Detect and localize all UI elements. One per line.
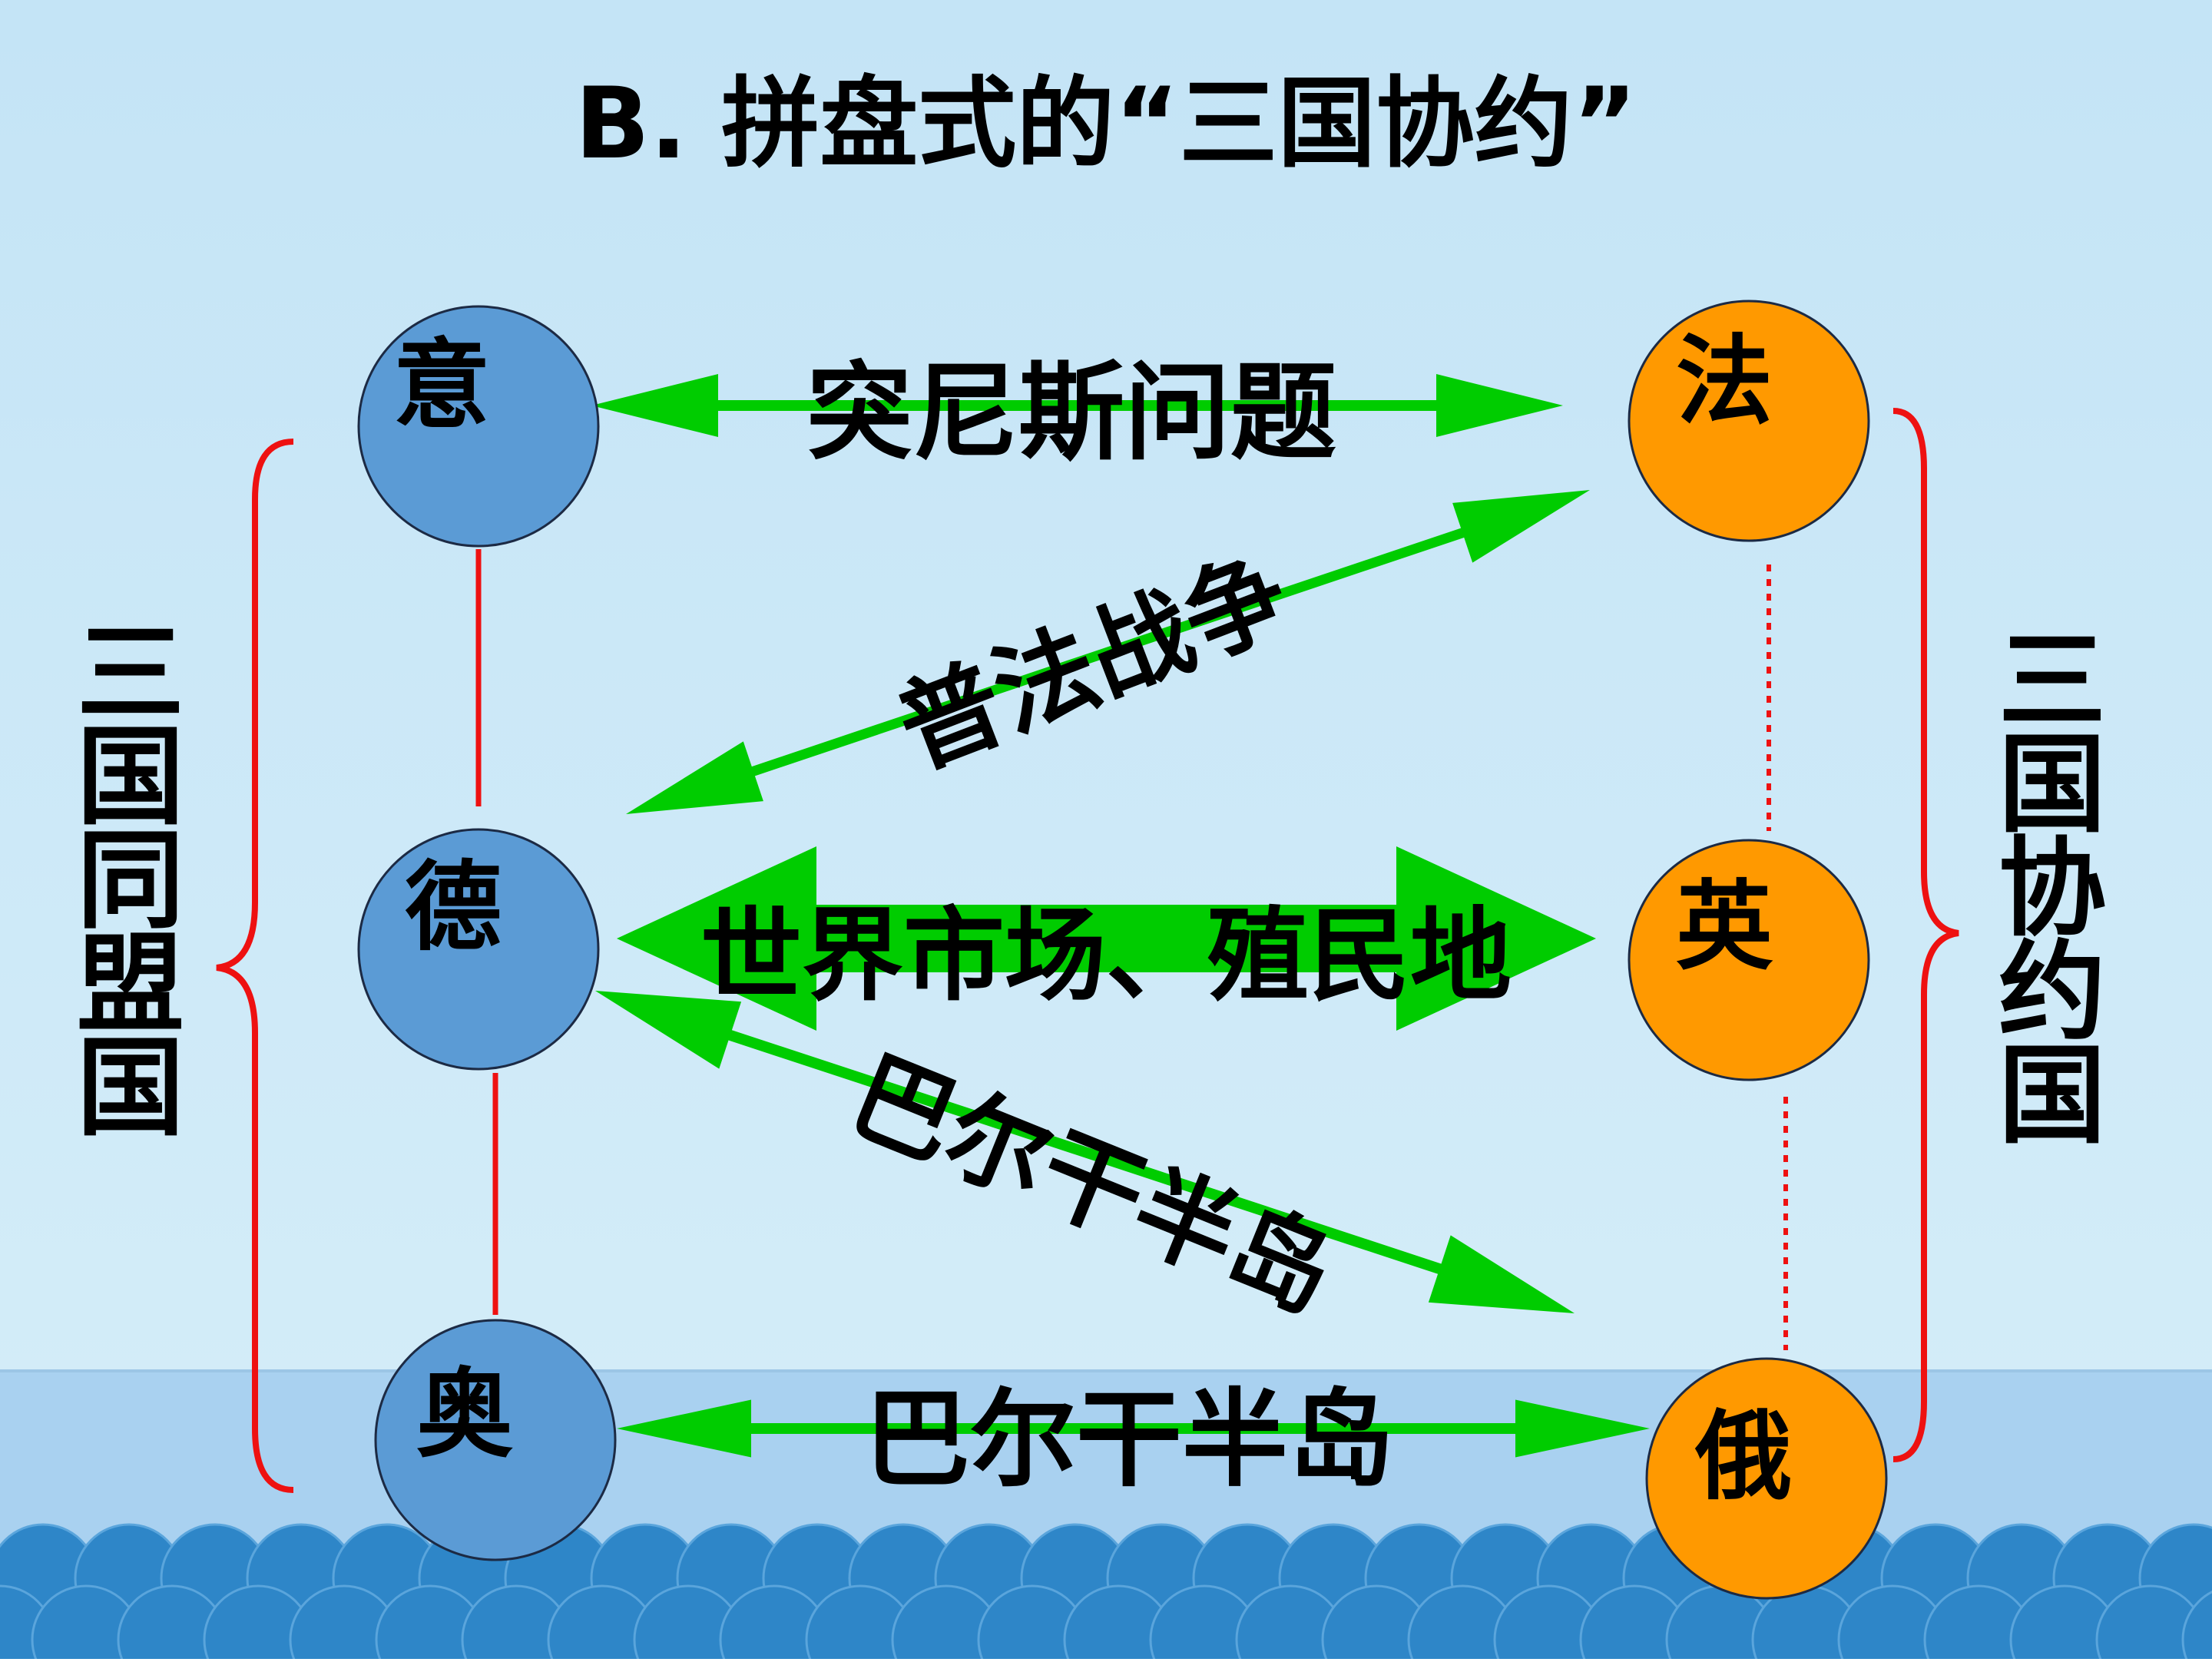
arrow-germany-russia [595, 991, 1575, 1313]
node-russia-label: 俄 [1694, 1400, 1792, 1513]
node-germany: 德 [357, 828, 600, 1071]
left-bracket [216, 439, 294, 1493]
node-britain: 英 [1628, 839, 1870, 1081]
node-italy: 意 [357, 305, 600, 548]
page-title: B. 拼盘式的“三国协约” [575, 67, 1637, 181]
node-france-label: 法 [1676, 325, 1773, 438]
relation-label-balkans-austria: 巴尔干半岛 [864, 1378, 1394, 1501]
relation-arrows [591, 374, 1650, 1458]
node-germany-label: 德 [405, 851, 502, 964]
wave-pattern [0, 1523, 2212, 1659]
node-austria: 奥 [374, 1319, 617, 1561]
triple-alliance-label: 三国同盟国 [77, 611, 184, 1151]
arrow-italy-france [591, 374, 1563, 437]
right-bracket [1892, 408, 1959, 1462]
arrow-germany-britain [617, 846, 1596, 1031]
arrow-germany-france [626, 490, 1590, 814]
triple-entente-label: 三国协约国 [1998, 619, 2106, 1159]
node-france: 法 [1628, 300, 1870, 542]
node-britain-label: 英 [1676, 870, 1773, 983]
relation-label-markets-colonies: 世界市场、殖民地 [700, 897, 1512, 1015]
node-austria-label: 奥 [416, 1358, 513, 1471]
arrow-austria-russia [617, 1399, 1650, 1458]
node-italy-label: 意 [393, 329, 490, 442]
node-russia: 俄 [1645, 1357, 1888, 1600]
wave-arc [2181, 1591, 2212, 1659]
relation-label-tunisia: 突尼斯问题 [806, 351, 1336, 475]
